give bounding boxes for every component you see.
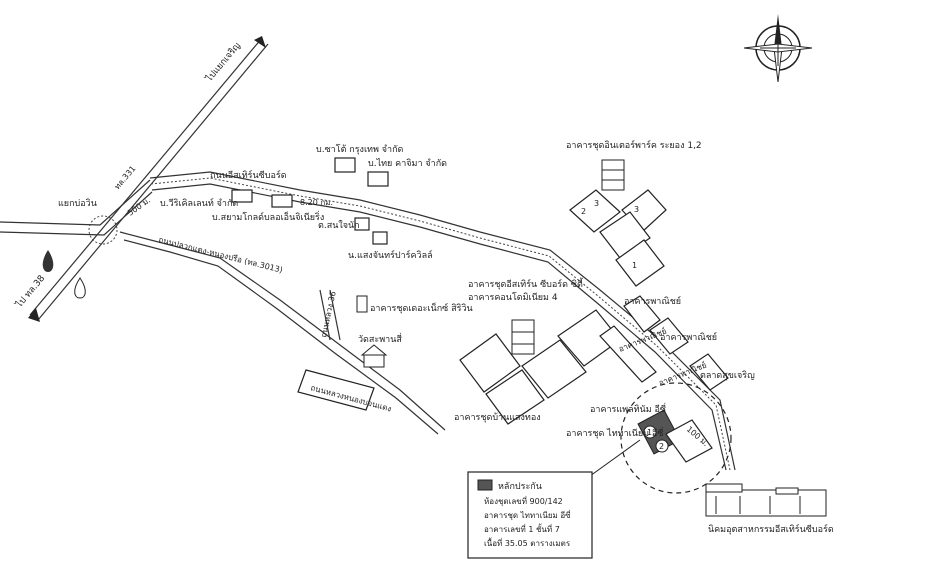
tower-building-icon [356, 159, 625, 355]
company-4-label: บ.สยามโกลด์บลอเอ็นจิเนียริ่ง [212, 210, 324, 223]
junction-circle [88, 215, 118, 245]
company-buildings [231, 157, 389, 245]
target-num-1: 1 [647, 428, 652, 437]
condo-4-label: อาคารคอนโดมิเนียม 4 [468, 292, 558, 303]
market-label: ตลาดสุขเจริญ [700, 370, 755, 381]
legend-title: หลักประกัน [498, 482, 542, 492]
side-road-line [319, 289, 331, 341]
condo-platinum-label: อาคารชุด ไททาเนียม อีซี่ [566, 426, 663, 439]
road-label-box [297, 369, 375, 411]
legend-line-3: อาคารเลขที่ 1 ชั้นที่ 7 [484, 523, 560, 534]
interpark-buildings [569, 189, 667, 287]
company-5-label: ต.สนใจนัก [318, 220, 360, 231]
target-buildings [637, 409, 713, 463]
target-circle [620, 382, 732, 494]
eastern-condo-buildings [459, 309, 621, 425]
collateral-note [467, 471, 593, 559]
temple-icon [360, 344, 388, 368]
landmark-icon [42, 250, 86, 299]
estate-road-label: ถนนอีสเทิร์นซีบอร์ด [210, 169, 287, 181]
company-3-label: บ.วีริเคิลเลนท์ จำกัด [160, 197, 238, 209]
condo-sukhum-label: อาคารชุดบ้านแสงทอง [454, 412, 541, 423]
main-highway [28, 36, 269, 322]
estate-road-line [149, 171, 736, 471]
road-north-label: ไปแยกเจริญ [203, 40, 243, 85]
temple-label: วัดสะพานสี่ [358, 332, 402, 345]
condo-lanna-label: อาคารแพลทินัม อีซี่ [590, 402, 666, 415]
condo-interpark-label: อาคารชุดอินเตอร์พาร์ค ระยอง 1,2 [566, 139, 702, 151]
bldg-num-3: 3 [594, 199, 599, 208]
road-south-label: ไป ทล.38 [13, 273, 47, 311]
commercial-buildings [599, 295, 729, 391]
target-num-2: 2 [659, 442, 664, 451]
company-6-label: น.แสงจันทร์ปาร์ควิลล์ [348, 249, 433, 261]
commercial-2-label: อาคารพาณิชย์ [660, 331, 717, 343]
bldg-num-1: 1 [632, 261, 637, 270]
estate-building-icon [705, 483, 827, 517]
bldg-num-3b: 3 [634, 205, 639, 214]
legend-line-2: อาคารชุด ไททาเนียม อีซี่ [484, 509, 571, 520]
condo-dome-label: อาคารชุดเดอะเน็กซ์ สิริวิน [370, 301, 473, 314]
commercial-1-label: อาคารพาณิชย์ [624, 295, 681, 307]
legend-line-4: เนื้อที่ 35.05 ตารางเมตร [484, 537, 571, 548]
bypass-road-line [119, 231, 446, 431]
road-331-label: ทล.331 [113, 164, 138, 191]
estate-label: นิคมอุตสาหกรรมอีสเทิร์นซีบอร์ด [708, 523, 834, 535]
compass-icon [743, 14, 813, 83]
distance-8km-label: 8.20 กม. [300, 198, 333, 207]
bldg-num-2: 2 [581, 207, 586, 216]
legend-line-1: ห้องชุดเลขที่ 900/142 [484, 495, 563, 506]
bypass-road-label: ถนนปลวกแดง-หนองปรือ (ทล.3013) [158, 235, 284, 275]
company-2-label: บ.ไทย คาจิมา จำกัด [368, 158, 447, 169]
road-331-line [0, 179, 151, 226]
condo-eastern-label: อาคารชุดอีสเทิร์น ซีบอร์ด ซิตี้ [468, 277, 584, 290]
junction-label: แยกบ่อวิน [58, 198, 97, 209]
company-1-label: บ.ซาโต้ กรุงเทพ จำกัด [316, 144, 404, 155]
